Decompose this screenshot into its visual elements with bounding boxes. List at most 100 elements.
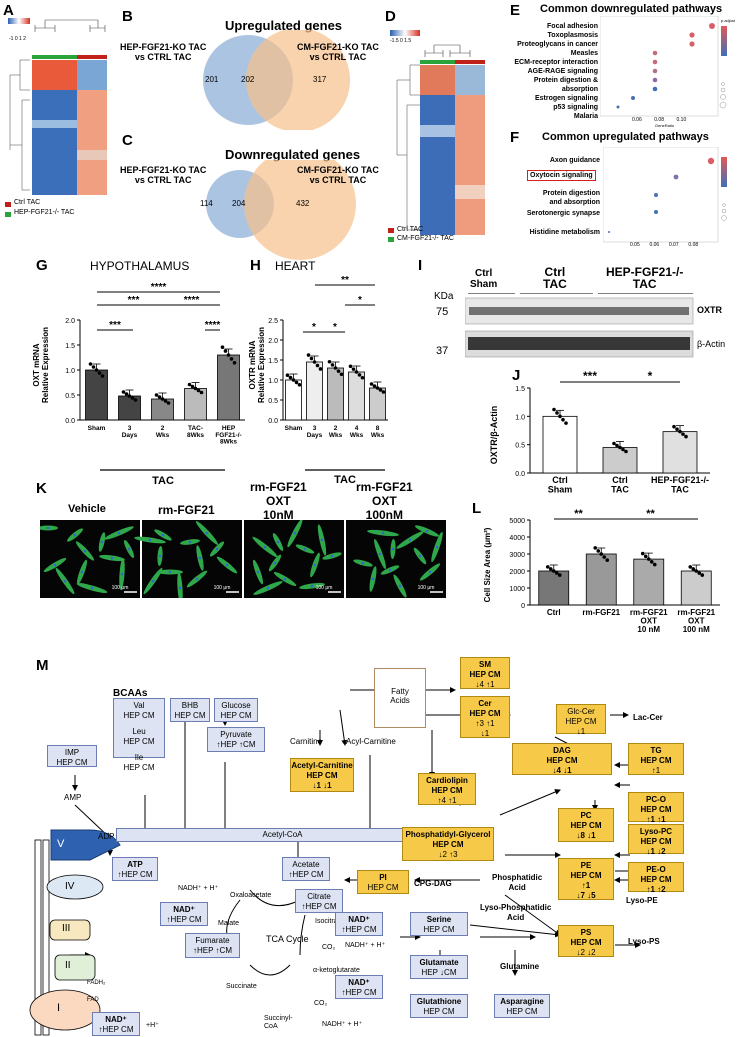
y-tick-label: 4000 (509, 535, 525, 542)
nucleus (53, 563, 57, 567)
y-tick-label: 1.0 (515, 414, 525, 421)
x-tick-label: Wks (350, 432, 364, 439)
i-marker-75: 75 (436, 306, 449, 318)
data-point (557, 573, 562, 577)
data-point (691, 567, 696, 571)
data-point (100, 374, 105, 378)
nad-box-2: NAD⁺↑HEP CM (335, 912, 383, 936)
x-tick-label: 2 (334, 425, 338, 432)
panel-label-a: A (3, 2, 14, 19)
x-tick-label: Wks (371, 432, 385, 439)
data-point (360, 375, 365, 380)
data-point (381, 390, 386, 394)
y-tick-label: 0.5 (268, 398, 278, 405)
data-point (618, 445, 622, 450)
y-axis-label: OXT mRNA (32, 343, 41, 386)
data-point (561, 417, 565, 422)
data-point (558, 414, 562, 419)
data-point (624, 449, 628, 454)
data-point (548, 567, 553, 571)
data-point (232, 361, 237, 365)
data-point (602, 555, 607, 559)
venn-b-right: CM-FGF21-KO TAC vs CTRL TAC (297, 42, 379, 62)
data-point (599, 552, 604, 556)
bar (680, 570, 712, 606)
nucleus (418, 554, 422, 558)
data-point (678, 429, 682, 434)
glutamine-label: Glutamine (500, 962, 540, 971)
data-point (336, 369, 341, 373)
y-tick-label: 0.5 (515, 443, 525, 450)
bar (85, 369, 108, 421)
data-point (157, 395, 162, 399)
data-point (649, 560, 654, 564)
e-title: Common downregulated pathways (540, 3, 723, 15)
data-point (223, 349, 228, 353)
panel-label-c: C (122, 132, 133, 149)
data-point (124, 392, 129, 396)
data-point (166, 401, 171, 405)
nadh-h-1: NADH⁺ + H⁺ (178, 885, 219, 892)
data-point (552, 407, 556, 412)
sig-label: * (648, 370, 653, 383)
pyruvate-box: Pyruvate↑HEP ↑CM (207, 727, 265, 752)
e-pathway-item: ECM-receptor interaction (514, 59, 598, 66)
nadh-h-3: NADH⁺ + H⁺ (322, 1021, 363, 1028)
x-tick-label: FGF21-/- (215, 432, 241, 439)
venn-c-title: Downregulated genes (225, 147, 361, 162)
heatmap-d (388, 30, 485, 242)
x-tick-label: rm-FGF21 (677, 608, 715, 617)
y-tick-label: 2.0 (65, 318, 75, 325)
x-tick-label: 3 (128, 425, 132, 432)
legend-d-ctrl: Ctrl TAC (397, 226, 424, 233)
data-point (554, 571, 559, 575)
data-point (675, 427, 679, 431)
i-group-1: Ctrl Sham (470, 268, 498, 290)
scale-bar-label: 100 μm (316, 585, 333, 591)
data-point (160, 397, 165, 401)
data-point (646, 557, 651, 561)
nucleus (303, 547, 307, 551)
x-tick-label: OXT (641, 616, 658, 625)
nucleus (398, 584, 402, 588)
data-point (593, 546, 598, 550)
x-tick-label: OXT (688, 616, 705, 625)
data-point (163, 399, 168, 403)
akg-label: α-ketoglutarate (313, 967, 360, 974)
data-point (220, 345, 225, 349)
i-band-oxtr: OXTR (697, 305, 723, 315)
k-label-100nm: rm-FGF21 OXT 100nM (356, 480, 413, 522)
oxaloacetate-label: Oxaloacetate (230, 892, 272, 899)
x-tick-label: TAC- (188, 425, 203, 432)
x-tick-label: rm-FGF21 (630, 608, 668, 617)
data-point (672, 424, 676, 429)
h-title: HEART (275, 259, 316, 273)
bar (633, 558, 665, 606)
nucleus (158, 554, 162, 558)
x-tick-label: Sham (285, 425, 303, 432)
legend-a-ctrl: Ctrl TAC (14, 199, 41, 206)
sig-label: * (312, 322, 316, 333)
amp-label: AMP (64, 793, 82, 802)
y-axis-label: OXTR/β-Actin (489, 406, 499, 465)
nucleus (283, 577, 287, 581)
data-point (615, 443, 619, 448)
nucleus (151, 579, 155, 583)
venn-b-n2: 202 (241, 75, 255, 84)
acylcarnitine-label: Acyl-Carnitine (346, 737, 396, 746)
data-point (187, 382, 192, 387)
panel-label-j: J (512, 367, 521, 384)
venn-c-n2: 204 (232, 199, 246, 208)
data-point (315, 363, 320, 368)
x-tick-label: HEP (222, 425, 236, 432)
nucleus (293, 531, 297, 535)
data-point (333, 366, 338, 370)
data-point (193, 386, 198, 391)
